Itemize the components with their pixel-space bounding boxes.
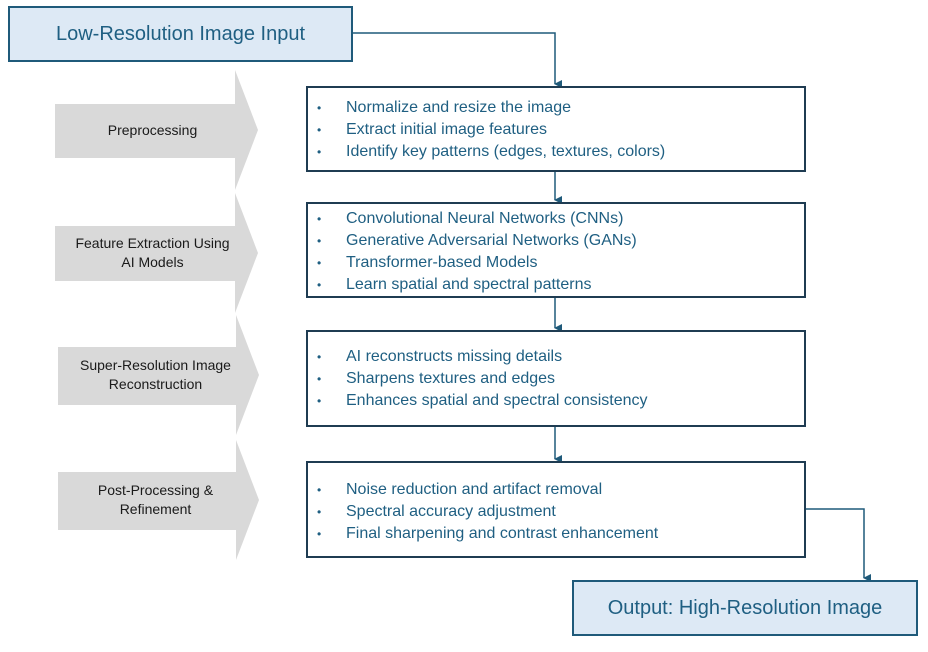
bullet-item: AI reconstructs missing details bbox=[308, 346, 804, 368]
chevron-right-icon bbox=[55, 193, 258, 313]
bullet-item: Identify key patterns (edges, textures, … bbox=[308, 141, 804, 163]
chevron-right-icon bbox=[58, 440, 259, 560]
stage-label: Preprocessing bbox=[107, 121, 198, 138]
connector-input-to-preprocessing bbox=[353, 32, 562, 88]
stage-arrow-preprocessing: Preprocessing bbox=[55, 70, 258, 190]
bullet-item: Spectral accuracy adjustment bbox=[308, 501, 804, 523]
stage-arrow-reconstruction: Super-Resolution Image Reconstruction bbox=[58, 315, 261, 435]
output-label: Output: High-Resolution Image bbox=[607, 596, 883, 619]
input-label: Low-Resolution Image Input bbox=[55, 22, 306, 45]
step-box-feature-extraction: Convolutional Neural Networks (CNNs) Gen… bbox=[306, 202, 806, 298]
output-box: Output: High-Resolution Image bbox=[572, 580, 918, 636]
bullet-item: Generative Adversarial Networks (GANs) bbox=[308, 230, 804, 252]
bullet-item: Normalize and resize the image bbox=[308, 97, 804, 119]
stage-label: Post-Processing & Refinement bbox=[97, 482, 214, 517]
bullet-item: Noise reduction and artifact removal bbox=[308, 479, 804, 501]
stage-label: Feature Extraction Using AI Models bbox=[75, 235, 230, 270]
bullet-list: AI reconstructs missing details Sharpens… bbox=[308, 346, 804, 412]
bullet-item: Final sharpening and contrast enhancemen… bbox=[308, 523, 804, 545]
stage-arrow-feature-extraction: Feature Extraction Using AI Models bbox=[55, 193, 258, 313]
chevron-right-icon bbox=[55, 70, 258, 190]
bullet-list: Noise reduction and artifact removal Spe… bbox=[308, 479, 804, 545]
bullet-item: Enhances spatial and spectral consistenc… bbox=[308, 390, 804, 412]
input-box: Low-Resolution Image Input bbox=[8, 6, 353, 62]
chevron-right-icon bbox=[58, 315, 259, 435]
step-box-post-processing: Noise reduction and artifact removal Spe… bbox=[306, 461, 806, 558]
bullet-item: Transformer-based Models bbox=[308, 252, 804, 274]
stage-label: Super-Resolution Image Reconstruction bbox=[80, 357, 231, 392]
bullet-item: Learn spatial and spectral patterns bbox=[308, 274, 804, 296]
bullet-list: Convolutional Neural Networks (CNNs) Gen… bbox=[308, 208, 804, 296]
stage-arrow-post-processing: Post-Processing & Refinement bbox=[58, 440, 261, 560]
bullet-item: Sharpens textures and edges bbox=[308, 368, 804, 390]
bullet-item: Extract initial image features bbox=[308, 119, 804, 141]
step-box-preprocessing: Normalize and resize the image Extract i… bbox=[306, 86, 806, 172]
step-box-reconstruction: AI reconstructs missing details Sharpens… bbox=[306, 330, 806, 427]
connector-step-3-to-output bbox=[806, 508, 871, 582]
bullet-list: Normalize and resize the image Extract i… bbox=[308, 97, 804, 163]
bullet-item: Convolutional Neural Networks (CNNs) bbox=[308, 208, 804, 230]
